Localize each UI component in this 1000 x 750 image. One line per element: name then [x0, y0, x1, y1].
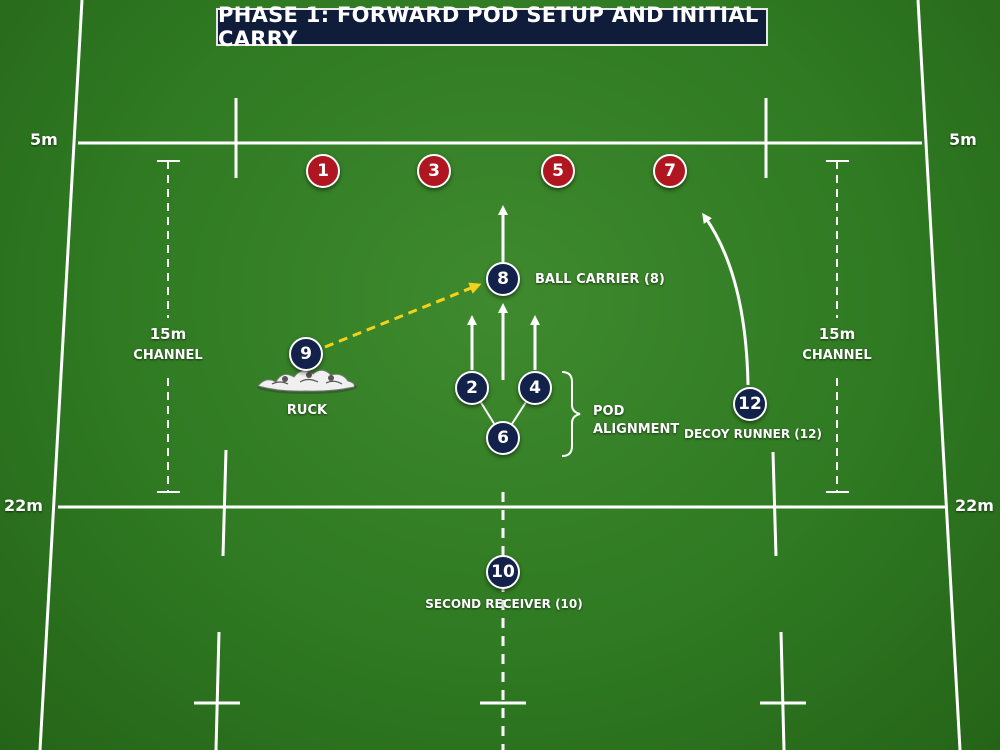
five-metre-label-right: 5m [949, 130, 977, 149]
defender-marker: 5 [541, 154, 575, 188]
ruck-pile-icon [257, 369, 357, 394]
ruck-label: RUCK [286, 403, 328, 418]
touchline-left [38, 0, 84, 750]
channel-left-distance: 15m [149, 325, 187, 343]
twentytwo-label-left: 22m [4, 496, 43, 515]
decoy-run-arrow [702, 212, 750, 386]
decoy-label: DECOY RUNNER (12) [684, 427, 822, 441]
defender-marker: 7 [653, 154, 687, 188]
twentytwo-label-right: 22m [955, 496, 994, 515]
ball-carrier-label: BALL CARRIER (8) [535, 272, 665, 287]
pod-left-marker: 2 [455, 371, 489, 405]
defender-marker: 3 [417, 154, 451, 188]
channel-right-distance: 15m [818, 325, 856, 343]
pass-arrow [324, 282, 482, 349]
twentytwo-hash-right [771, 451, 778, 557]
twentytwo-hash-left [221, 449, 228, 557]
second-receiver-label: SECOND RECEIVER (10) [425, 597, 583, 611]
lower-hash-left-vertical [214, 631, 221, 750]
decoy-runner-marker: 12 [733, 387, 767, 421]
five-metre-label-left: 5m [30, 130, 58, 149]
channel-right-label: CHANNEL [802, 348, 872, 363]
pod-label-bottom: ALIGNMENT [593, 422, 680, 437]
ball-carrier-marker: 8 [486, 262, 520, 296]
channel-left-label: CHANNEL [133, 348, 203, 363]
defender-marker: 1 [306, 154, 340, 188]
pod-bracket [561, 371, 581, 457]
scrum-half-marker: 9 [289, 337, 323, 371]
pod-back-marker: 6 [486, 421, 520, 455]
lower-hash-right-vertical [779, 631, 786, 750]
touchline-right [916, 0, 962, 750]
fly-half-marker: 10 [486, 555, 520, 589]
pod-label-top: POD [593, 404, 625, 419]
pod-right-marker: 4 [518, 371, 552, 405]
page-title: PHASE 1: FORWARD POD SETUP AND INITIAL C… [216, 3, 768, 51]
